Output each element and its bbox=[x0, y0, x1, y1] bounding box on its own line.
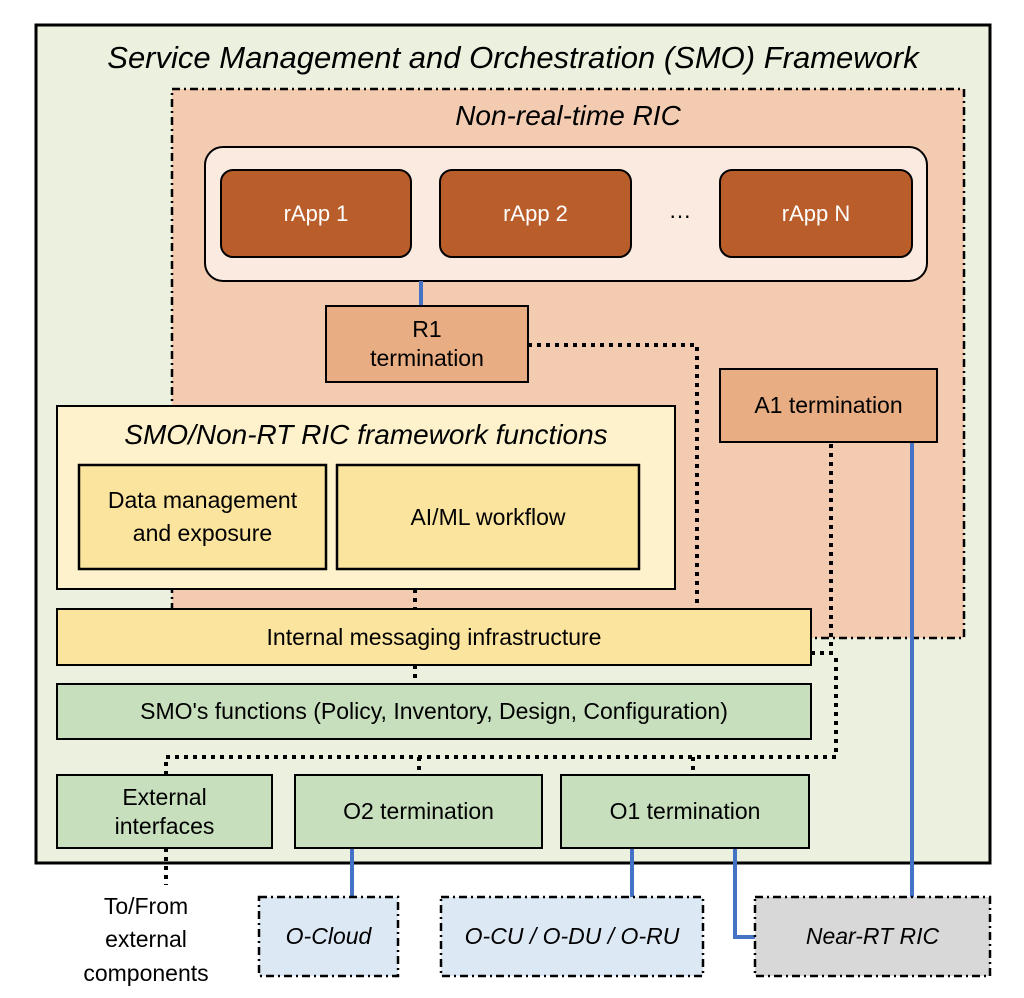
framework-functions-title: SMO/Non-RT RIC framework functions bbox=[124, 418, 608, 450]
internal-messaging-box bbox=[56, 608, 812, 666]
o1-termination-label: O1 termination bbox=[609, 798, 761, 825]
rapp-1-label: rApp 1 bbox=[283, 200, 349, 226]
rapp-n-box bbox=[719, 169, 913, 258]
dotted-connectors bbox=[164, 343, 838, 885]
a1-messaging-link bbox=[811, 444, 833, 655]
external-components-label: To/From external components bbox=[83, 892, 209, 986]
external-interfaces-label: External interfaces bbox=[114, 783, 215, 839]
a1-termination-box bbox=[719, 368, 938, 443]
near-rt-ric-box bbox=[753, 895, 992, 978]
external-interfaces-box bbox=[56, 774, 273, 849]
o2-termination-box bbox=[294, 774, 543, 849]
aiml-workflow-box bbox=[335, 463, 641, 571]
rapp-2-box bbox=[439, 169, 632, 258]
o-nodes-box bbox=[439, 895, 705, 978]
rapp-2-label: rApp 2 bbox=[503, 200, 568, 226]
non-rt-ric-title: Non-real-time RIC bbox=[455, 99, 681, 131]
data-management-box bbox=[77, 463, 328, 571]
aiml-workflow-label: AI/ML workflow bbox=[410, 503, 566, 530]
data-management-label: Data management and exposure bbox=[107, 486, 298, 546]
rapp-1-box bbox=[220, 169, 412, 258]
o-cloud-box bbox=[257, 895, 400, 978]
smo-functions-label: SMO's functions (Policy, Inventory, Desi… bbox=[140, 698, 728, 725]
bottom-bus-link bbox=[164, 653, 838, 775]
a1-termination-label: A1 termination bbox=[754, 392, 903, 419]
r1-termination-box bbox=[325, 305, 529, 383]
o-nodes-label: O-CU / O-DU / O-RU bbox=[464, 923, 680, 950]
smo-framework-title: Service Management and Orchestration (SM… bbox=[107, 39, 919, 75]
internal-messaging-label: Internal messaging infrastructure bbox=[266, 623, 602, 650]
o1-termination-box bbox=[560, 774, 810, 849]
o2-termination-label: O2 termination bbox=[343, 798, 494, 825]
o-cloud-label: O-Cloud bbox=[285, 923, 372, 950]
r1-messaging-link bbox=[528, 343, 699, 609]
rapp-ellipsis: … bbox=[668, 196, 692, 223]
r1-termination-label: R1 termination bbox=[370, 316, 484, 371]
smo-functions-box bbox=[56, 683, 812, 740]
o1-near-rt-link bbox=[733, 848, 755, 939]
near-rt-ric-label: Near-RT RIC bbox=[805, 923, 940, 950]
rapp-n-label: rApp N bbox=[781, 200, 851, 226]
